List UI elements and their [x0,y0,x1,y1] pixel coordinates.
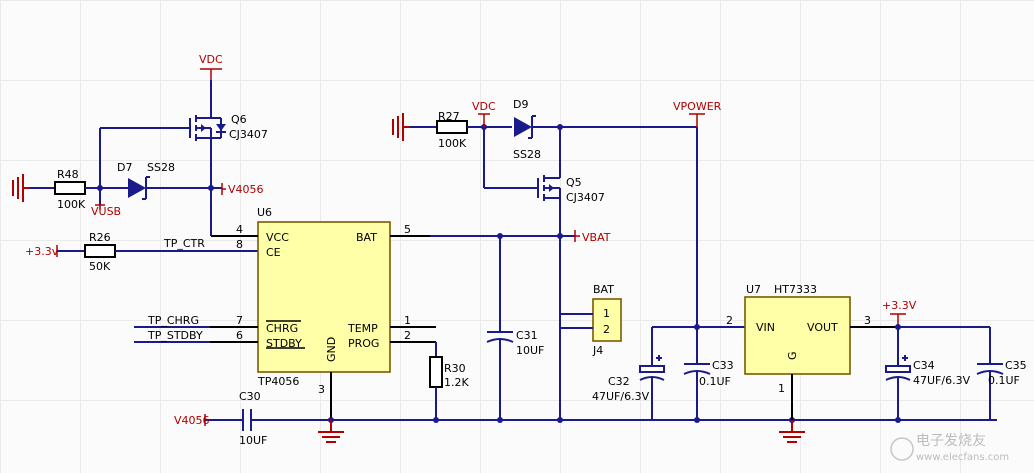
u6-pin8-num: 8 [236,238,243,251]
v4056-port-top [221,183,226,195]
u6-pin-bat: BAT [356,231,377,244]
u7-pin2-num: 2 [726,314,733,327]
u7-value: HT7333 [774,283,817,296]
q6-value: CJ3407 [229,128,268,141]
u6-pin-temp: TEMP [347,322,378,335]
d7-ref: D7 [117,161,132,174]
c30-capacitor [204,409,331,431]
d7-diode [128,176,222,200]
u6-pin6-num: 6 [236,329,243,342]
c33-ref: C33 [712,359,734,372]
c35-ref: C35 [1005,359,1027,372]
j4-pin1: 1 [603,307,610,320]
r26-value: 50K [89,260,111,273]
u6-pin-chrg: CHRG [266,322,298,335]
c31-ref: C31 [516,329,538,342]
r27-resistor [392,113,538,189]
q6-mosfet [99,68,226,230]
r27-value: 100K [438,137,467,150]
d9-diode [514,115,697,139]
c32-ref: C32 [608,375,630,388]
u6-pin-gnd: GND [325,337,338,362]
ground-u7 [779,420,805,443]
j4-pin2: 2 [603,323,610,336]
vusb-port [95,204,105,210]
u6-pin-vcc: VCC [266,231,289,244]
j4-connector [560,298,622,342]
c32-capacitor [639,327,665,420]
vpower-port [689,113,705,350]
u6-tp4056 [210,221,436,420]
net-vpower: VPOWER [673,100,722,113]
u6-pin7-num: 7 [236,314,243,327]
r48-resistor [12,174,128,205]
u6-pin1-num: 1 [404,314,411,327]
c30-ref: C30 [239,390,261,403]
u7-pin-vin: VIN [756,321,775,334]
u6-pin-stdby: STDBY [266,337,302,350]
u6-pin5-num: 5 [404,223,411,236]
u6-pin4-num: 4 [236,223,243,236]
r30-ref: R30 [444,362,466,375]
c34-ref: C34 [913,359,935,372]
u6-pin3-num: 3 [318,383,325,396]
r48-ref: R48 [57,168,79,181]
d7-value: SS28 [147,161,175,174]
c34-capacitor [885,327,911,420]
r30-resistor [429,342,443,420]
q6-ref: Q6 [231,113,247,126]
u6-ref: U6 [257,206,272,219]
net-vusb: VUSB [91,205,121,218]
q5-value: CJ3407 [566,191,605,204]
net-vdc-q6: VDC [199,53,223,66]
c31-capacitor [486,236,514,420]
signal-tp-chrg: TP_CHRG [147,314,199,327]
c31-value: 10UF [516,344,544,357]
q5-mosfet [537,127,561,420]
c33-value: 0.1UF [699,375,731,388]
u7-ref: U7 [746,283,761,296]
c30-value: 10UF [239,434,267,447]
c33-capacitor [683,350,711,420]
net-v4056-top: V4056 [228,183,264,196]
vbat-port [574,230,580,242]
net-vbat: VBAT [582,231,611,244]
r26-ref: R26 [89,231,111,244]
u6-value: TP4056 [257,375,299,388]
d9-value: SS28 [513,148,541,161]
signal-tp-stdby: TP_STDBY [147,329,203,342]
r26-resistor [56,244,258,258]
u6-pin-ce: CE [266,246,281,259]
d9-ref: D9 [513,98,528,111]
r30-value: 1.2K [444,376,469,389]
u6-pin-prog: PROG [348,337,379,350]
net-v4056-bottom: V4056 [174,414,210,427]
signal-tp-ctr: TP_CTR [163,237,205,250]
q5-ref: Q5 [566,176,582,189]
u7-pin3-num: 3 [864,314,871,327]
c34-value: 47UF/6.3V [913,374,971,387]
net-vdc-r27: VDC [472,100,496,113]
net-plus3v3-out: +3.3V [882,299,917,312]
r27-ref: R27 [438,110,460,123]
u7-pin-g: G [786,351,799,360]
u7-pin1-num: 1 [778,382,785,395]
c32-value: 47UF/6.3V [592,390,650,403]
r48-value: 100K [57,198,86,211]
ground-u6 [318,420,344,443]
j4-ref: J4 [592,344,603,357]
c35-capacitor [976,358,1004,420]
u7-pin-vout: VOUT [807,321,838,334]
j4-label: BAT [593,283,614,296]
u7-ht7333 [744,296,898,420]
u6-pin2-num: 2 [404,329,411,342]
net-plus3v3-in: +3.3v [25,245,59,258]
c35-value: 0.1UF [988,374,1020,387]
